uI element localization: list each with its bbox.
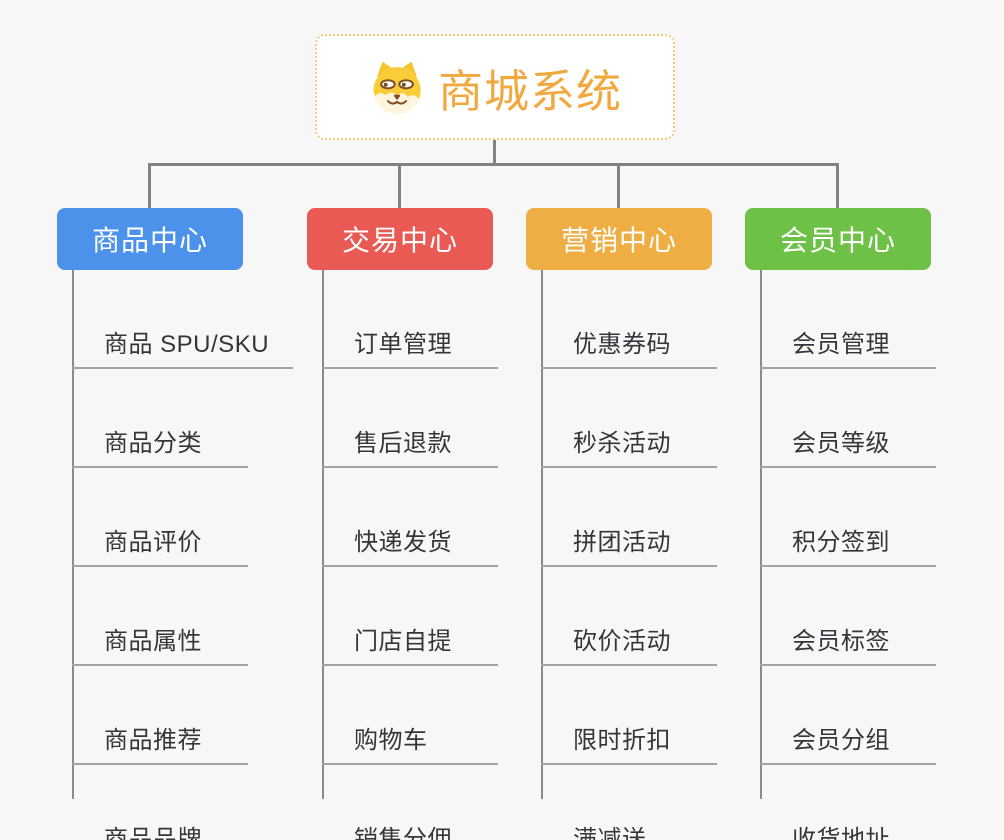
leaf-node[interactable]: 订单管理 [322, 270, 498, 369]
leaf-node[interactable]: 拼团活动 [541, 468, 717, 567]
leaf-node[interactable]: 商品评价 [72, 468, 248, 567]
connector-stem-members [836, 163, 839, 208]
leaf-node[interactable]: 购物车 [322, 666, 498, 765]
leaf-node[interactable]: 积分签到 [760, 468, 936, 567]
branch-children-marketing-center: 优惠券码 秒杀活动 拼团活动 砍价活动 限时折扣 满减送 [541, 270, 791, 840]
leaf-node[interactable]: 商品推荐 [72, 666, 248, 765]
leaf-node[interactable]: 会员等级 [760, 369, 936, 468]
leaf-node[interactable]: 商品品牌 [72, 765, 248, 840]
leaf-node[interactable]: 商品 SPU/SKU [72, 270, 294, 369]
root-node-mall-system[interactable]: 商城系统 [315, 34, 675, 140]
leaf-node[interactable]: 售后退款 [322, 369, 498, 468]
leaf-node[interactable]: 快递发货 [322, 468, 498, 567]
column-connector-line [760, 270, 762, 799]
leaf-node[interactable]: 砍价活动 [541, 567, 717, 666]
leaf-node[interactable]: 销售分佣 [322, 765, 498, 840]
branch-node-trade-center[interactable]: 交易中心 [307, 208, 493, 270]
column-connector-line [541, 270, 543, 799]
leaf-node[interactable]: 秒杀活动 [541, 369, 717, 468]
branch-node-product-center[interactable]: 商品中心 [57, 208, 243, 270]
leaf-node[interactable]: 门店自提 [322, 567, 498, 666]
leaf-node[interactable]: 商品属性 [72, 567, 248, 666]
connector-root-stem [493, 140, 496, 165]
leaf-node[interactable]: 收货地址 [760, 765, 936, 840]
leaf-node[interactable]: 会员标签 [760, 567, 936, 666]
leaf-node[interactable]: 会员分组 [760, 666, 936, 765]
root-title: 商城系统 [437, 65, 622, 117]
connector-horizontal-bar [148, 163, 839, 166]
branch-children-product-center: 商品 SPU/SKU 商品分类 商品评价 商品属性 商品推荐 商品品牌 [72, 270, 322, 840]
column-connector-line [322, 270, 324, 799]
leaf-node[interactable]: 商品分类 [72, 369, 248, 468]
connector-stem-trade [398, 163, 401, 208]
dog-face-icon [368, 58, 426, 116]
leaf-node[interactable]: 限时折扣 [541, 666, 717, 765]
connector-stem-marketing [617, 163, 620, 208]
leaf-node[interactable]: 会员管理 [760, 270, 936, 369]
branch-children-member-center: 会员管理 会员等级 积分签到 会员标签 会员分组 收货地址 [760, 270, 1004, 840]
leaf-node[interactable]: 优惠券码 [541, 270, 717, 369]
column-connector-line [72, 270, 74, 799]
branch-node-marketing-center[interactable]: 营销中心 [526, 208, 712, 270]
connector-stem-products [148, 163, 151, 208]
leaf-node[interactable]: 满减送 [541, 765, 717, 840]
branch-node-member-center[interactable]: 会员中心 [745, 208, 931, 270]
branch-children-trade-center: 订单管理 售后退款 快递发货 门店自提 购物车 销售分佣 [322, 270, 572, 840]
